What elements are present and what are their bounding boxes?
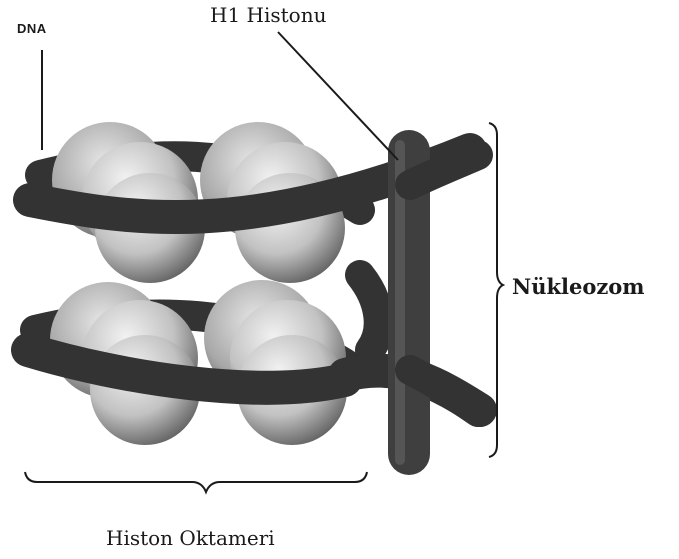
histone-octamer-label: Histon Oktameri <box>106 526 275 550</box>
octamer-bracket <box>25 472 367 492</box>
histone-lower-right <box>204 280 347 445</box>
nucleosome-label: Nükleozom <box>512 274 645 299</box>
dna-label: DNA <box>17 21 47 36</box>
h1-histone-label: H1 Histonu <box>210 3 326 27</box>
